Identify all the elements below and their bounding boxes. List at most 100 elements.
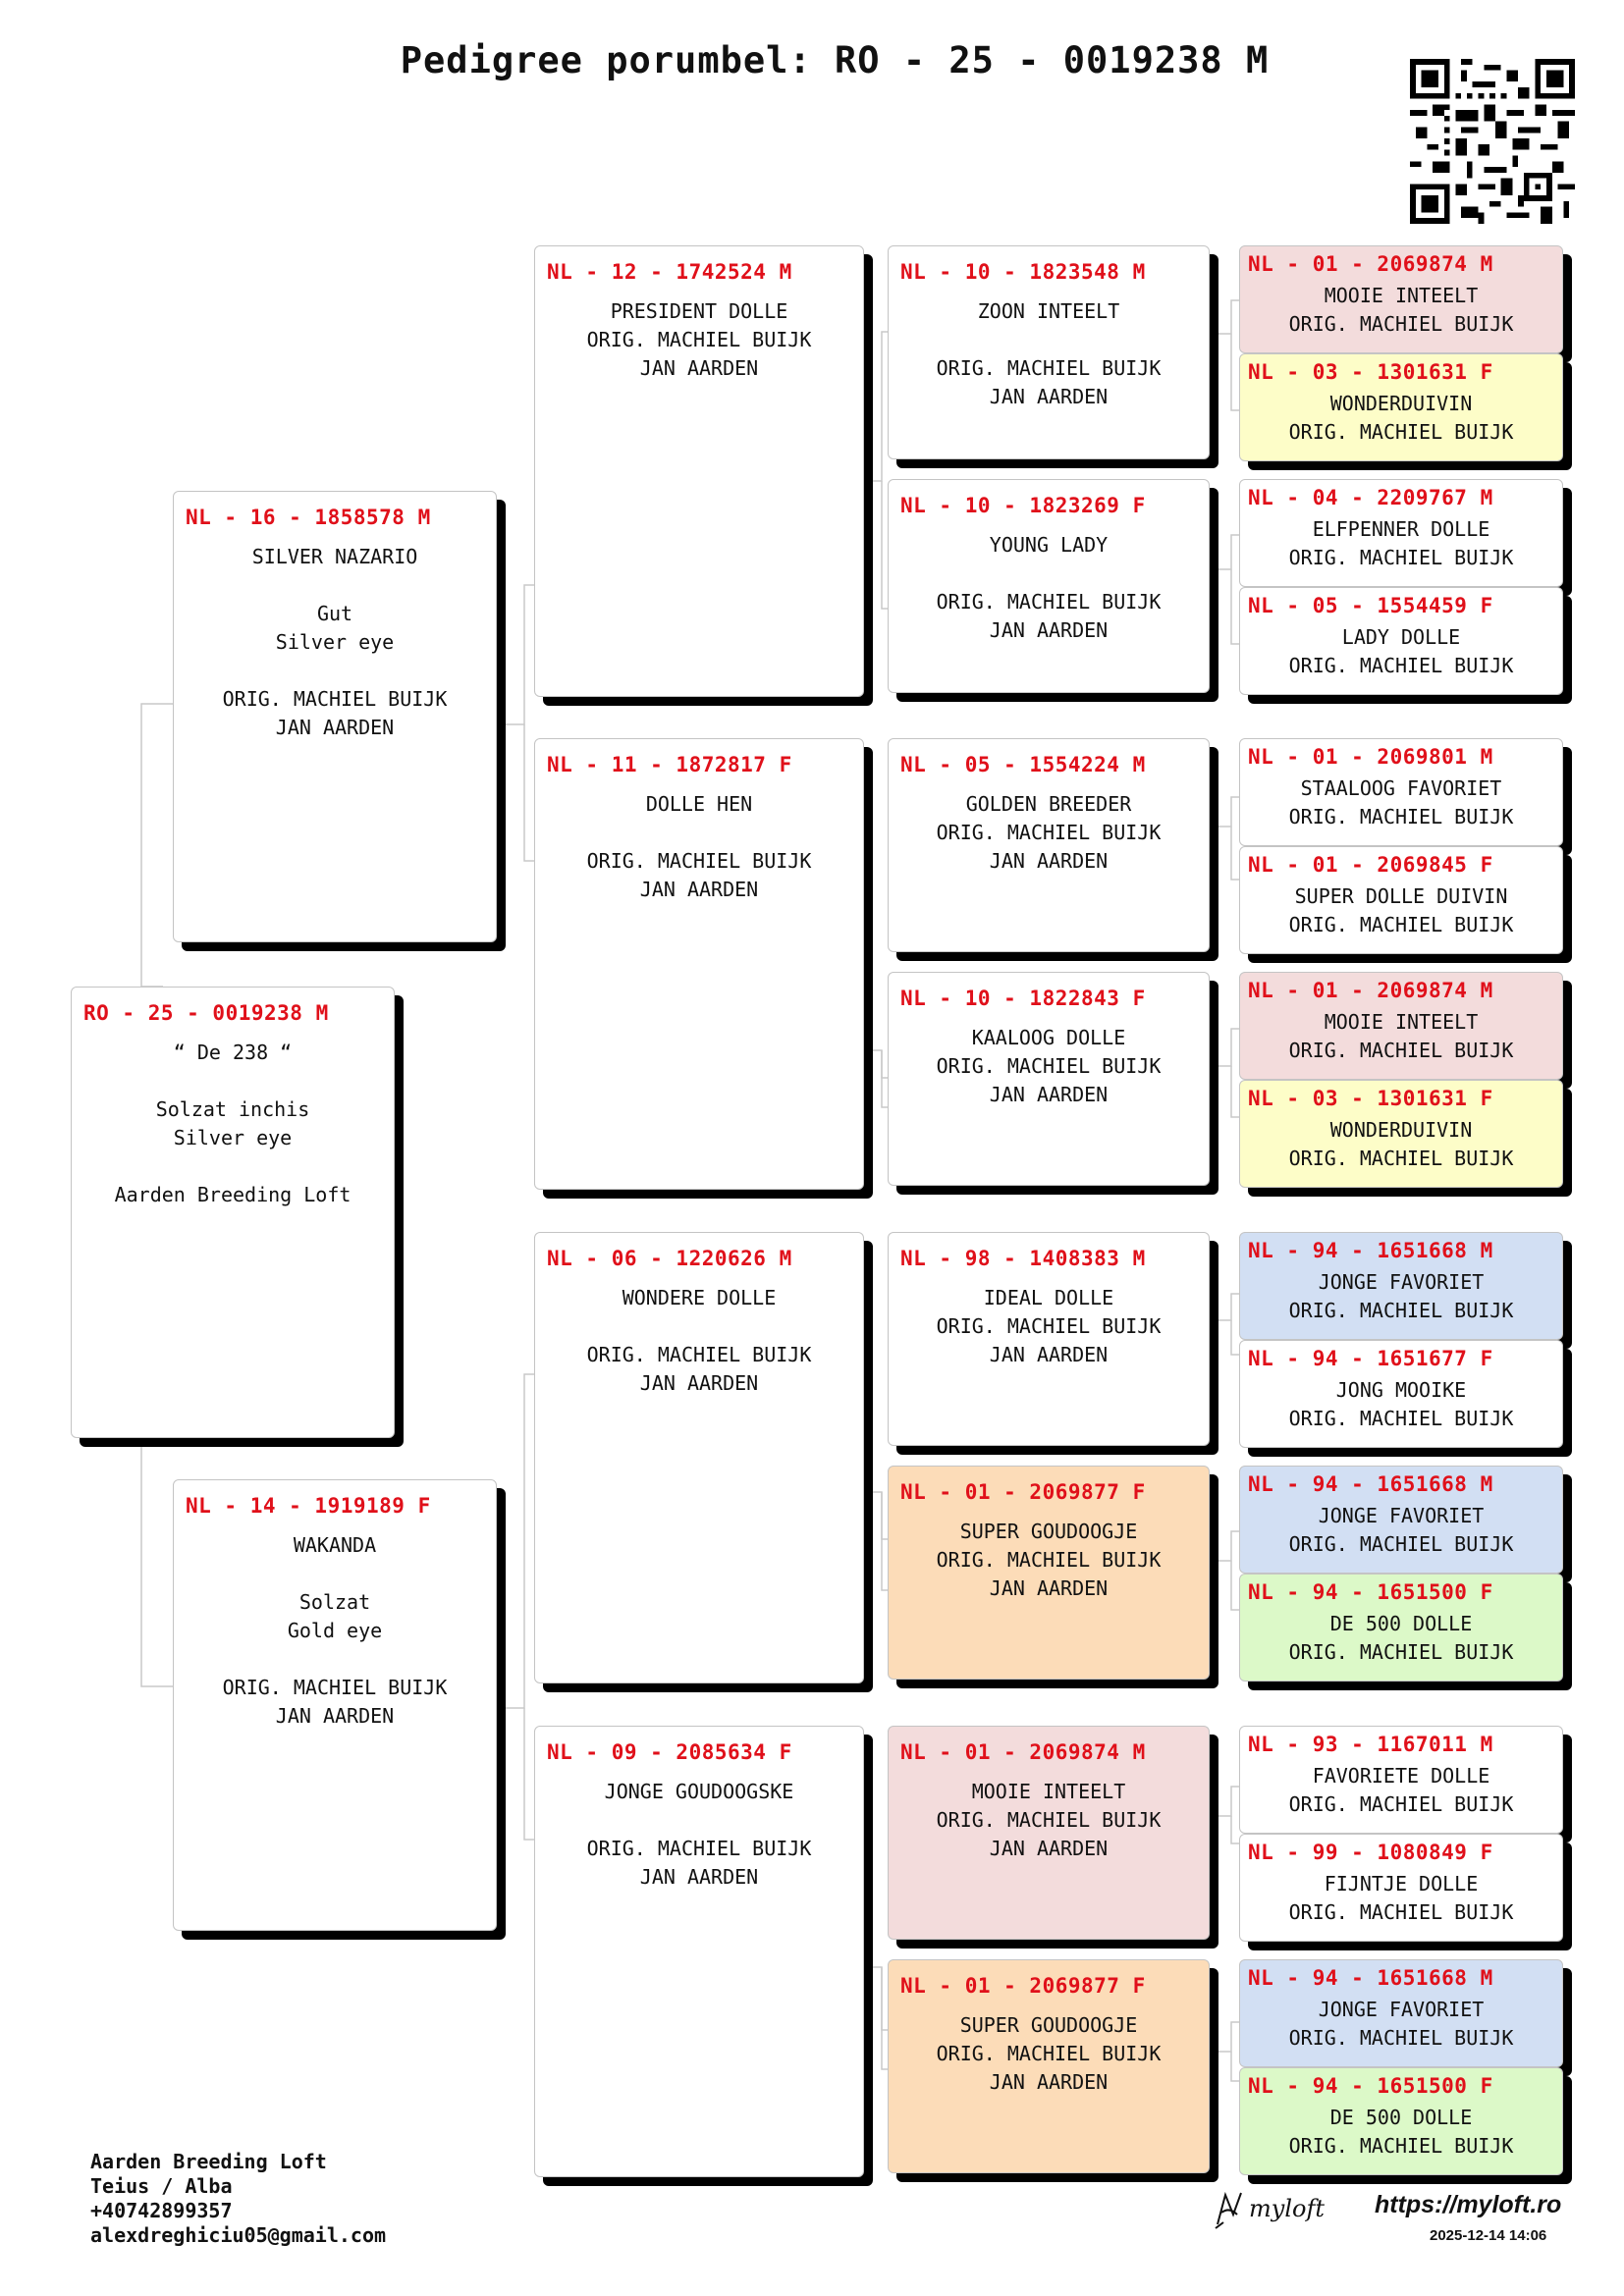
pigeon-card-g9[interactable]: NL - 94 - 1651668 M JONGE FAVORIET ORIG. M…: [1239, 1232, 1563, 1340]
pigeon-info-line: MOOIE INTEELT: [1324, 284, 1479, 307]
pigeon-card-g13[interactable]: NL - 93 - 1167011 M FAVORIETE DOLLE ORIG. …: [1239, 1726, 1563, 1834]
pigeon-info-line: [898, 326, 1199, 354]
ring-number: NL - 06 - 1220626 M: [547, 1247, 792, 1270]
pigeon-info-line: ORIG. MACHIEL BUIJK: [1288, 654, 1514, 677]
pigeon-info-line: [545, 819, 853, 847]
pigeon-card-g6[interactable]: NL - 01 - 2069845 F SUPER DOLLE DUIVIN ORI…: [1239, 846, 1563, 954]
pigeon-info-line: ORIG. MACHIEL BUIJK: [1288, 1792, 1514, 1816]
pigeon-info-line: JAN AARDEN: [989, 1576, 1109, 1600]
pigeon-info-line: JAN AARDEN: [639, 1371, 759, 1395]
pigeon-info-line: JONGE FAVORIET: [1318, 1270, 1485, 1294]
ring-number: NL - 01 - 2069874 M: [900, 1740, 1146, 1764]
pigeon-info-line: ORIG. MACHIEL BUIJK: [1288, 1299, 1514, 1322]
generated-timestamp: 2025-12-14 14:06: [1430, 2227, 1547, 2244]
pigeon-info-line: ELFPENNER DOLLE: [1312, 517, 1490, 541]
pigeon-info-line: ORIG. MACHIEL BUIJK: [1288, 1900, 1514, 1924]
pigeon-info-line: SILVER NAZARIO: [251, 545, 418, 568]
pigeon-info-line: ORIG. MACHIEL BUIJK: [1288, 1532, 1514, 1556]
pigeon-info-line: Gold eye: [287, 1619, 383, 1642]
myloft-logo: myloft: [1215, 2191, 1325, 2229]
pigeon-info-line: [184, 1560, 486, 1588]
pigeon-info-line: KAALOOG DOLLE: [971, 1026, 1126, 1049]
pigeon-info-line: FAVORIETE DOLLE: [1312, 1764, 1490, 1788]
breeder-phone[interactable]: +40742899357: [90, 2199, 233, 2222]
breeder-email[interactable]: alexdreghiciu05@gmail.com: [90, 2223, 387, 2247]
ring-number: NL - 93 - 1167011 M: [1248, 1733, 1493, 1756]
pigeon-info-line: JONG MOOIKE: [1335, 1378, 1467, 1402]
pigeon-info-line: ORIG. MACHIEL BUIJK: [1288, 805, 1514, 828]
ring-number: NL - 94 - 1651668 M: [1248, 1239, 1493, 1262]
pigeon-info-line: SUPER GOUDOOGJE: [959, 1520, 1138, 1543]
pigeon-info-line: JAN AARDEN: [989, 1837, 1109, 1860]
pigeon-info-line: [898, 560, 1199, 588]
ring-number: NL - 11 - 1872817 F: [547, 753, 792, 776]
pigeon-info-line: MOOIE INTEELT: [1324, 1010, 1479, 1034]
pigeon-info-line: JAN AARDEN: [639, 878, 759, 901]
pigeon-info-line: JAN AARDEN: [989, 2070, 1109, 2094]
ring-number: NL - 16 - 1858578 M: [186, 506, 431, 529]
pigeon-info-line: SUPER DOLLE DUIVIN: [1294, 884, 1508, 908]
ring-number: NL - 12 - 1742524 M: [547, 260, 792, 284]
ring-number: NL - 14 - 1919189 F: [186, 1494, 431, 1518]
pigeon-info-line: ORIG. MACHIEL BUIJK: [936, 1054, 1162, 1078]
pigeon-info-line: ORIG. MACHIEL BUIJK: [936, 1548, 1162, 1572]
pigeon-info-line: Solzat inchis: [155, 1097, 310, 1121]
pigeon-info-line: [184, 571, 486, 600]
pigeon-info-line: JONGE FAVORIET: [1318, 1504, 1485, 1527]
pigeon-info-line: WAKANDA: [293, 1533, 377, 1557]
pigeon-info-line: ORIG. MACHIEL BUIJK: [936, 2042, 1162, 2065]
pigeon-info-line: ORIG. MACHIEL BUIJK: [936, 821, 1162, 844]
breeder-contact: Aarden Breeding Loft Teius / Alba +40742…: [90, 2150, 386, 2248]
pigeon-info-line: GOLDEN BREEDER: [965, 792, 1132, 816]
pigeon-info-line: ORIG. MACHIEL BUIJK: [1288, 2134, 1514, 2158]
logo-text: myloft: [1249, 2195, 1325, 2222]
ring-number: NL - 01 - 2069801 M: [1248, 745, 1493, 769]
pigeon-info-line: JAN AARDEN: [989, 385, 1109, 408]
ring-number: NL - 94 - 1651500 F: [1248, 1580, 1493, 1604]
pigeon-info-line: ORIG. MACHIEL BUIJK: [1288, 1640, 1514, 1664]
ring-number: NL - 01 - 2069845 F: [1248, 853, 1493, 877]
ring-number: NL - 10 - 1822843 F: [900, 987, 1146, 1010]
pigeon-info-line: JONGE GOUDOOGSKE: [604, 1780, 794, 1803]
pigeon-info-line: ORIG. MACHIEL BUIJK: [1288, 913, 1514, 936]
pigeon-info-line: ORIG. MACHIEL BUIJK: [936, 1314, 1162, 1338]
breeder-name: Aarden Breeding Loft: [90, 2150, 327, 2173]
pigeon-info-line: [81, 1067, 384, 1095]
ring-number: NL - 03 - 1301631 F: [1248, 360, 1493, 384]
pigeon-info-line: ORIG. MACHIEL BUIJK: [1288, 1039, 1514, 1062]
ring-number: NL - 05 - 1554459 F: [1248, 594, 1493, 617]
pigeon-card-subject[interactable]: RO - 25 - 0019238 M“ De 238 “Solzat inch…: [71, 987, 395, 1438]
pigeon-info-line: [184, 1645, 486, 1674]
site-url[interactable]: https://myloft.ro: [1375, 2191, 1562, 2218]
pigeon-card-sdd[interactable]: NL - 10 - 1822843 F KAALOOG DOLLE ORIG. MA…: [888, 972, 1210, 1186]
pigeon-info-line: YOUNG LADY: [989, 533, 1109, 557]
pigeon-info-line: JAN AARDEN: [275, 1704, 395, 1728]
pigeon-info-line: FIJNTJE DOLLE: [1324, 1872, 1479, 1896]
